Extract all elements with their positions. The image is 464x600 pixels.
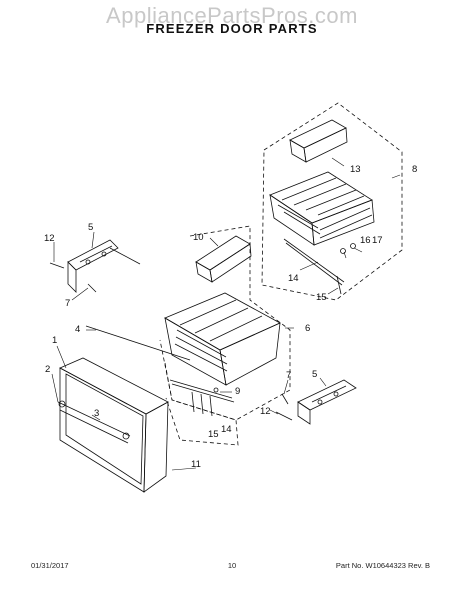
footer-part-number: Part No. W10644323 Rev. B bbox=[335, 561, 430, 570]
callout-16: 16 bbox=[360, 235, 371, 246]
assembly-outline-lower bbox=[159, 225, 291, 421]
freezer-drawer bbox=[164, 292, 281, 386]
callout-14-upper: 14 bbox=[288, 273, 299, 284]
callout-5-right: 5 bbox=[312, 369, 317, 380]
upper-pin-16 bbox=[340, 248, 346, 254]
callout-7-left: 7 bbox=[65, 298, 70, 309]
screw-12-left bbox=[49, 262, 65, 269]
footer-page-number: 10 bbox=[227, 561, 237, 570]
diagram-title: FREEZER DOOR PARTS bbox=[146, 21, 318, 36]
small-bin bbox=[195, 235, 252, 283]
screw-12-right bbox=[275, 411, 293, 421]
callout-14-lower: 14 bbox=[221, 424, 232, 435]
callout-6: 6 bbox=[305, 323, 310, 334]
callout-12-right: 12 bbox=[260, 406, 271, 417]
callout-12-left: 12 bbox=[44, 233, 55, 244]
callout-4: 4 bbox=[75, 324, 80, 335]
freezer-door bbox=[59, 357, 169, 493]
assembly-outline-upper bbox=[261, 102, 403, 301]
callout-3: 3 bbox=[94, 408, 99, 419]
callout-7-right: 7 bbox=[286, 370, 291, 381]
door-handle bbox=[57, 400, 131, 444]
callout-labels: 1 2 3 4 5 5 6 7 7 8 9 10 11 12 12 13 14 … bbox=[44, 164, 417, 470]
footer-date: 01/31/2017 bbox=[31, 561, 69, 570]
callout-5-left: 5 bbox=[88, 222, 93, 233]
right-slide-bracket bbox=[297, 379, 357, 425]
callout-15-upper: 15 bbox=[316, 292, 327, 303]
upper-basket bbox=[269, 171, 375, 246]
watermark: AppliancePartsPros.com bbox=[106, 3, 358, 28]
callout-17: 17 bbox=[372, 235, 383, 246]
callout-2: 2 bbox=[45, 364, 50, 375]
callout-11: 11 bbox=[191, 459, 201, 470]
callout-15-lower: 15 bbox=[208, 429, 219, 440]
lower-rail bbox=[169, 379, 233, 399]
callout-1: 1 bbox=[52, 335, 57, 346]
upper-rail bbox=[283, 238, 345, 283]
callout-10: 10 bbox=[193, 232, 204, 243]
upper-pin-17 bbox=[350, 243, 356, 249]
left-slide-bracket bbox=[67, 239, 141, 293]
callout-9: 9 bbox=[235, 386, 240, 397]
lower-pin bbox=[213, 387, 219, 393]
callout-8: 8 bbox=[412, 164, 417, 175]
upper-tray bbox=[289, 119, 348, 163]
callout-leaders bbox=[51, 157, 401, 471]
slide-rod bbox=[85, 325, 191, 361]
callout-13: 13 bbox=[350, 164, 361, 175]
